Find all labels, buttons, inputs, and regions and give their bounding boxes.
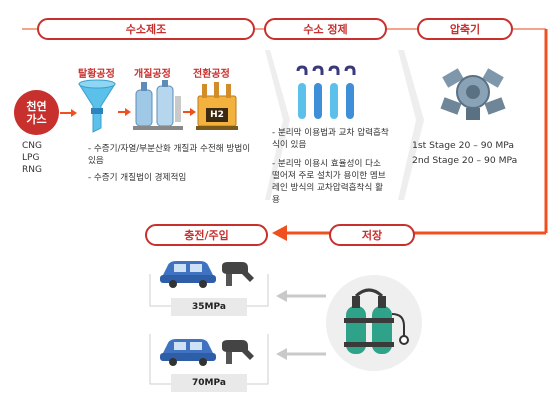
test-tubes-icon (296, 65, 356, 119)
stage-production: 수소제조 (37, 18, 255, 40)
car-icon (160, 339, 216, 366)
compressor-icon (440, 68, 506, 120)
stage-compressor: 압축기 (417, 18, 513, 40)
car-icon (160, 261, 216, 288)
process-conversion-label: 전환공정 (193, 69, 230, 80)
stage-charging: 충전/주입 (145, 224, 268, 246)
natural-gas-line1: 천연 (26, 99, 47, 113)
arrow-right-icon (118, 108, 131, 116)
process-desulfurization-label: 탈황공정 (78, 69, 115, 80)
fuel-nozzle-icon (222, 340, 254, 364)
purification-note: - 분리막 이용시 효율성이 다소 떨어져 주로 설치가 용이한 멤브레인 방식… (272, 159, 386, 205)
gas-type-lpg: LPG (22, 153, 40, 163)
arrow-right-icon (60, 109, 77, 117)
production-note: - 수증기 개질법이 경제적임 (88, 173, 187, 183)
stage-storage: 저장 (329, 224, 415, 246)
production-note: - 수증기/자열/부분산화 개질과 수전해 방법이 있음 (88, 144, 251, 166)
gas-cylinder-icon (344, 288, 409, 354)
h2-label: H2 (206, 108, 228, 122)
purification-note: - 분리막 이용법과 교차 압력흡착식이 있음 (272, 128, 389, 150)
arrow-right-icon (183, 108, 196, 116)
natural-gas-line2: 가스 (26, 112, 47, 126)
gas-type-cng: CNG (22, 141, 42, 151)
pressure-badge-35: 35MPa (171, 298, 247, 316)
compressor-stage-2: 2nd Stage 20 – 90 MPa (412, 155, 518, 166)
pressure-badge-70: 70MPa (171, 374, 247, 392)
reformer-icon (133, 80, 183, 130)
compressor-stage-1: 1st Stage 20 – 90 MPa (412, 140, 515, 151)
process-reforming-label: 개질공정 (134, 69, 171, 80)
gas-type-rng: RNG (22, 165, 42, 175)
natural-gas-circle: 천연 가스 (14, 90, 59, 135)
fuel-nozzle-icon (222, 262, 254, 286)
funnel-icon (78, 79, 116, 133)
stage-purification: 수소 정제 (264, 18, 387, 40)
h2-reactor-icon (196, 82, 238, 130)
